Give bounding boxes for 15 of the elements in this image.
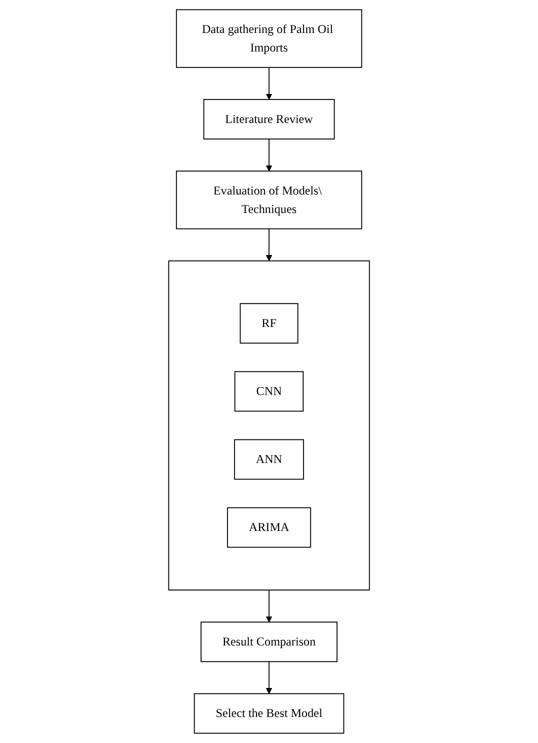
node-box: RF [240, 303, 298, 344]
arrow [266, 228, 272, 262]
cluster [168, 260, 370, 591]
node-box: Data gathering of Palm Oil Imports [176, 9, 362, 68]
arrow [266, 66, 272, 100]
arrow [266, 138, 272, 172]
node-box: Select the Best Model [194, 693, 344, 734]
node-box: Result Comparison [200, 622, 338, 662]
node-box: CNN [234, 371, 304, 412]
arrow [266, 590, 272, 622]
node-box: Evaluation of Models\ Techniques [176, 170, 362, 230]
arrow [266, 661, 272, 694]
node-box: ANN [234, 439, 304, 480]
node-box: Literature Review [203, 99, 335, 140]
node-box: ARIMA [226, 507, 312, 548]
